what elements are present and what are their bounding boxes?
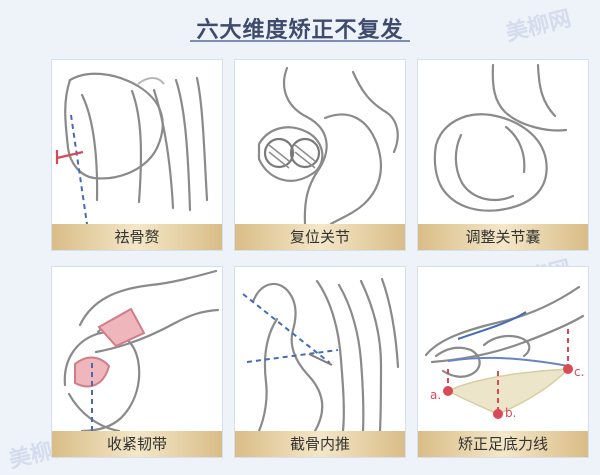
marker-c-label: c. xyxy=(574,365,584,379)
card-label: 调整关节囊 xyxy=(418,224,588,250)
header: 六大维度矫正不复发 xyxy=(0,0,600,52)
card-reset-joint: 复位关节 xyxy=(235,60,405,250)
title-underline xyxy=(190,40,410,42)
card-adjust-capsule: 调整关节囊 xyxy=(418,60,588,250)
card-tighten-ligament: 收紧韧带 xyxy=(52,267,222,457)
card-label: 截骨内推 xyxy=(235,431,405,457)
card-osteotomy-push: 截骨内推 xyxy=(235,267,405,457)
card-label: 祛骨赘 xyxy=(52,224,222,250)
card-label: 矫正足底力线 xyxy=(418,431,588,457)
bone-spur-illustration xyxy=(55,72,209,224)
joint-reset-illustration xyxy=(257,66,399,224)
page-title: 六大维度矫正不复发 xyxy=(196,18,404,43)
marker-c-dot xyxy=(563,364,573,374)
marker-a-dot xyxy=(443,386,453,396)
marker-a-label: a. xyxy=(430,388,441,402)
marker-b-dot xyxy=(493,409,503,419)
foot-line-illustration: a. b. c. xyxy=(424,285,584,420)
capsule-illustration xyxy=(433,63,568,212)
ligament-illustration xyxy=(63,269,220,431)
marker-b-label: b. xyxy=(505,406,516,420)
procedure-grid: 祛骨赘 复位关节 调整关节囊 xyxy=(52,60,588,470)
card-correct-foot-line: a. b. c. 矫正足底力线 xyxy=(418,267,588,457)
card-remove-bone-spur: 祛骨赘 xyxy=(52,60,222,250)
card-label: 复位关节 xyxy=(235,224,405,250)
card-label: 收紧韧带 xyxy=(52,431,222,457)
osteotomy-illustration xyxy=(242,277,400,431)
